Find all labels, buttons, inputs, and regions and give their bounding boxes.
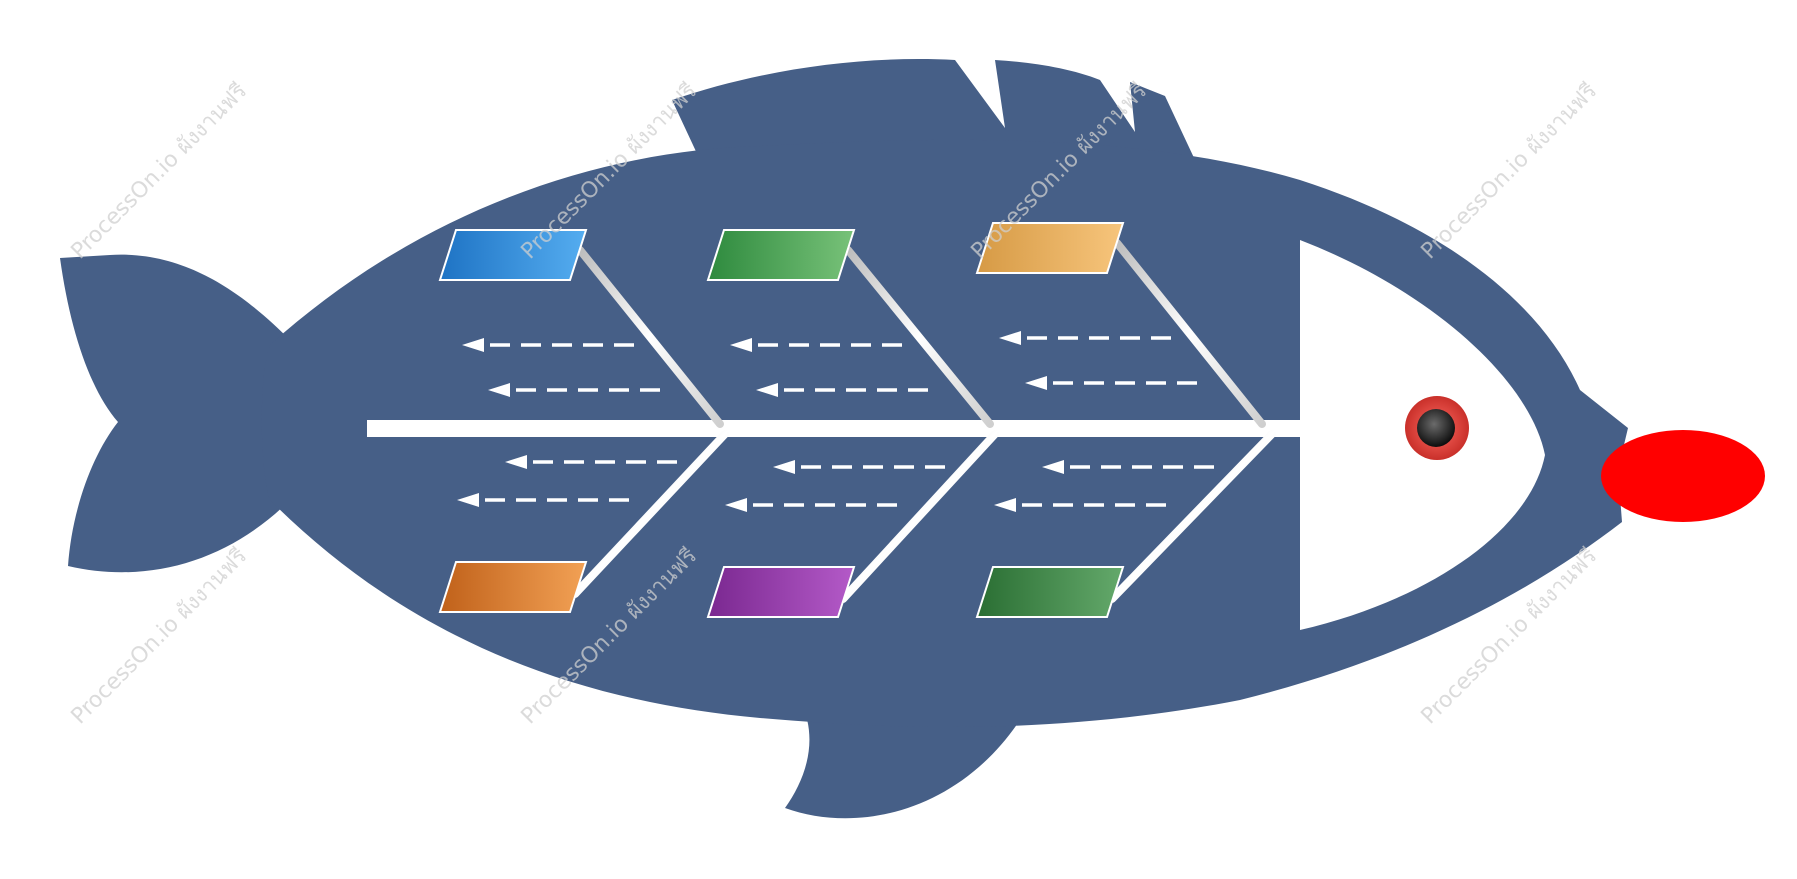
category-top-1-shape[interactable]	[438, 229, 588, 281]
fish-pelvic-fin	[785, 700, 1020, 819]
cause-arrow-bottom-3-a	[1042, 460, 1219, 474]
fish-tail	[60, 254, 290, 573]
fish-mouth	[1601, 430, 1765, 522]
category-bottom-2[interactable]	[706, 566, 856, 618]
cause-arrow-top-1-a	[462, 338, 642, 352]
category-bottom-1-shape[interactable]	[438, 561, 588, 613]
cause-arrow-bottom-3-b	[994, 498, 1175, 512]
cause-arrow-bottom-2-b	[725, 498, 906, 512]
category-boxes	[438, 222, 1125, 618]
fish-eye	[1405, 396, 1469, 460]
bone-bottom-1	[571, 430, 729, 598]
fish-eye-pupil	[1417, 409, 1455, 447]
cause-arrow-bottom-1-a	[505, 455, 682, 469]
fish-spine	[367, 420, 1302, 437]
bone-top-3	[1113, 239, 1266, 428]
cause-arrow-top-2-a	[730, 338, 910, 352]
bone-top-1	[576, 246, 724, 428]
category-top-3-shape[interactable]	[975, 222, 1125, 274]
cause-arrow-top-3-a	[999, 331, 1179, 345]
category-top-1[interactable]	[438, 229, 588, 281]
watermark-2: ProcessOn.io ผังงานฟรี	[67, 544, 253, 730]
category-bottom-3[interactable]	[975, 566, 1125, 618]
cause-arrow-top-2-b	[756, 383, 935, 397]
category-bottom-1[interactable]	[438, 561, 588, 613]
bone-top-2	[844, 246, 994, 428]
fish-dorsal-fin	[672, 59, 1195, 160]
category-top-2[interactable]	[706, 229, 856, 281]
category-bottom-2-shape[interactable]	[706, 566, 856, 618]
fish-bones	[571, 239, 1276, 603]
cause-arrow-bottom-2-a	[773, 460, 950, 474]
category-top-3[interactable]	[975, 222, 1125, 274]
category-bottom-3-shape[interactable]	[975, 566, 1125, 618]
bone-bottom-3	[1108, 430, 1276, 603]
bone-bottom-2	[839, 430, 999, 603]
watermark-1: ProcessOn.io ผังงานฟรี	[67, 79, 253, 265]
cause-arrow-bottom-1-b	[457, 493, 638, 507]
category-top-2-shape[interactable]	[706, 229, 856, 281]
cause-arrow-top-3-b	[1025, 376, 1204, 390]
cause-arrow-top-1-b	[488, 383, 667, 397]
cause-arrows	[457, 331, 1219, 512]
watermark-6: ProcessOn.io ผังงานฟรี	[1417, 79, 1603, 265]
